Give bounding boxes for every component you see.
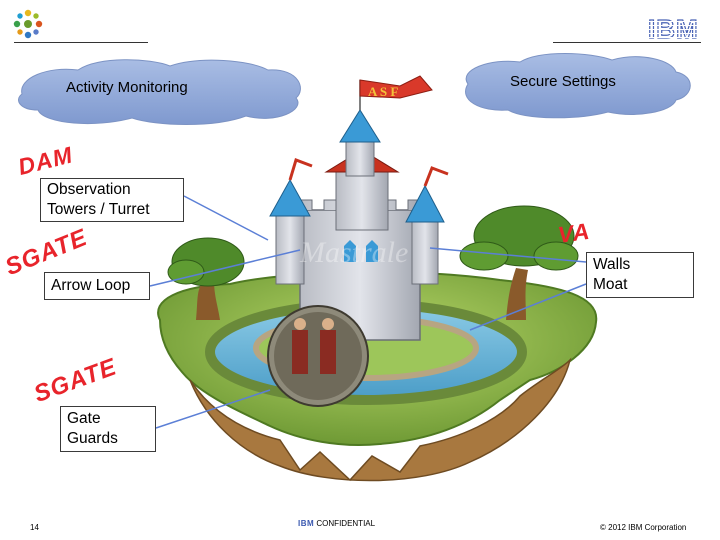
callout-gate-line2: Guards bbox=[67, 430, 118, 447]
header-rule-left bbox=[14, 42, 148, 43]
tag-va: VA bbox=[556, 217, 592, 249]
tree-left bbox=[167, 237, 245, 320]
cloud-label-secure-settings: Secure Settings bbox=[510, 73, 616, 90]
footer-copyright: © 2012 IBM Corporation bbox=[600, 523, 687, 532]
callout-arrow-loop-label: Arrow Loop bbox=[51, 277, 131, 294]
callout-walls-moat: Walls Moat bbox=[586, 252, 694, 298]
tree-right bbox=[459, 205, 579, 320]
callout-observation-towers: Observation Towers / Turret bbox=[40, 178, 184, 222]
footer-confidential-label: CONFIDENTIAL bbox=[316, 519, 376, 528]
castle-flag-letters: A S F bbox=[368, 84, 398, 99]
footer-confidential: IBM CONFIDENTIAL bbox=[298, 519, 375, 528]
gate-closeup bbox=[267, 305, 369, 407]
cloud-secure-settings bbox=[465, 53, 691, 119]
footer-ibm-logo: IBM bbox=[298, 519, 315, 528]
header-rule-right bbox=[553, 42, 701, 43]
callout-gate-guards: Gate Guards bbox=[60, 406, 156, 452]
page-number: 14 bbox=[30, 523, 39, 532]
castle-watermark: Mastrale bbox=[299, 236, 408, 269]
connector-lines bbox=[149, 195, 587, 429]
callout-observation-line1: Observation bbox=[47, 181, 131, 198]
cloud-label-activity-monitoring: Activity Monitoring bbox=[66, 79, 188, 96]
callout-observation-line2: Towers / Turret bbox=[47, 201, 150, 218]
callout-walls-line2: Moat bbox=[593, 276, 628, 293]
callout-walls-line1: Walls bbox=[593, 256, 631, 273]
callout-gate-line1: Gate bbox=[67, 410, 101, 427]
logo-flower-icon bbox=[10, 6, 46, 42]
cloud-activity-monitoring bbox=[18, 59, 301, 125]
callout-arrow-loop: Arrow Loop bbox=[44, 272, 150, 300]
